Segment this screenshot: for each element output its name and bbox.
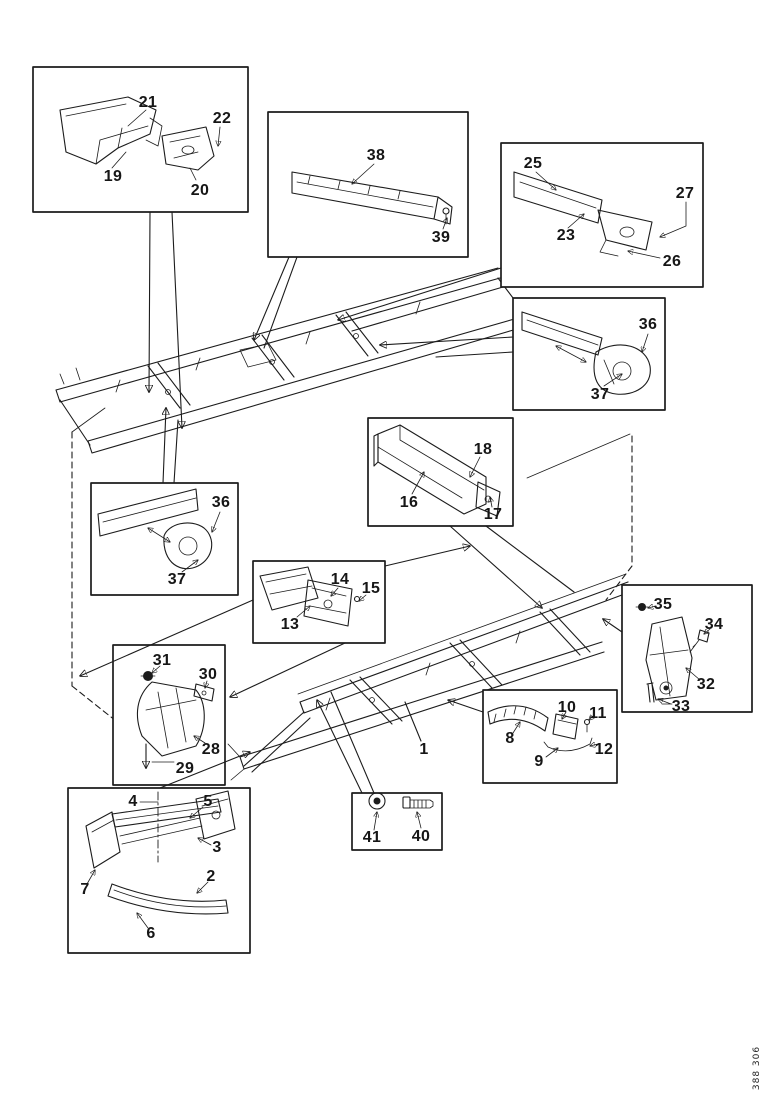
main-frame-lower xyxy=(227,573,631,781)
callout-4: 4 xyxy=(128,793,138,810)
callout-36-left: 36 xyxy=(211,494,231,511)
drawing-number: 388 306 xyxy=(752,1045,762,1091)
callout-32: 32 xyxy=(696,676,716,693)
callout-11: 11 xyxy=(589,705,607,722)
callout-14: 14 xyxy=(330,571,350,588)
callout-37-left: 37 xyxy=(167,571,187,588)
callout-10: 10 xyxy=(557,699,577,716)
callout-26: 26 xyxy=(662,253,682,270)
part-sketch-36-37-left xyxy=(97,488,221,573)
detail-box-8-12 xyxy=(482,689,618,784)
callout-34: 34 xyxy=(704,616,724,633)
callout-40: 40 xyxy=(411,828,431,845)
callout-12: 12 xyxy=(594,741,614,758)
callout-36-right: 36 xyxy=(638,316,658,333)
detail-box-23-27 xyxy=(500,142,704,288)
callout-35: 35 xyxy=(653,596,673,613)
part-sketch-13-15 xyxy=(259,566,367,627)
callout-1: 1 xyxy=(419,741,429,758)
callout-6: 6 xyxy=(146,925,156,942)
callout-13: 13 xyxy=(280,616,300,633)
callout-38: 38 xyxy=(366,147,386,164)
detail-box-16-18 xyxy=(367,417,514,527)
callout-22: 22 xyxy=(212,110,232,127)
callout-18: 18 xyxy=(473,441,493,458)
part-sketch-38-39 xyxy=(291,163,453,230)
part-sketch-23-27 xyxy=(513,171,687,259)
callout-8: 8 xyxy=(505,730,515,747)
part-sketch-36-37-right xyxy=(521,311,651,395)
callout-30: 30 xyxy=(198,666,218,683)
part-sketch-8-12 xyxy=(487,705,599,758)
callout-29: 29 xyxy=(175,760,195,777)
part-sketch-16-18 xyxy=(373,424,501,517)
part-sketch-28-31 xyxy=(136,665,215,768)
part-sketch-32-35 xyxy=(635,603,711,704)
part-sketch-40-41 xyxy=(368,792,434,831)
callout-3: 3 xyxy=(212,839,222,856)
callout-31: 31 xyxy=(152,652,172,669)
callout-41: 41 xyxy=(362,829,382,846)
detail-box-2-7 xyxy=(67,787,251,954)
callout-37-right: 37 xyxy=(590,386,610,403)
callout-9: 9 xyxy=(534,753,544,770)
callout-17: 17 xyxy=(483,506,503,523)
callout-20: 20 xyxy=(190,182,210,199)
part-sketch-2-7 xyxy=(85,790,236,929)
callout-25: 25 xyxy=(523,155,543,172)
callout-15: 15 xyxy=(361,580,381,597)
callout-39: 39 xyxy=(431,229,451,246)
callout-19: 19 xyxy=(103,168,123,185)
callout-27: 27 xyxy=(675,185,695,202)
leader-lines xyxy=(80,211,623,794)
part-sketch-19-22 xyxy=(59,96,220,181)
detail-box-36-37-right xyxy=(512,297,666,411)
callout-21: 21 xyxy=(138,94,158,111)
detail-box-13-15 xyxy=(252,560,386,644)
callout-16: 16 xyxy=(399,494,419,511)
detail-box-40-41 xyxy=(351,792,443,851)
detail-box-19-22 xyxy=(32,66,249,213)
callout-5: 5 xyxy=(203,793,213,810)
main-frame-upper xyxy=(55,267,535,454)
callout-2: 2 xyxy=(206,868,216,885)
callout-7: 7 xyxy=(80,881,90,898)
callout-23: 23 xyxy=(556,227,576,244)
callout-33: 33 xyxy=(671,698,691,715)
callout-28: 28 xyxy=(201,741,221,758)
